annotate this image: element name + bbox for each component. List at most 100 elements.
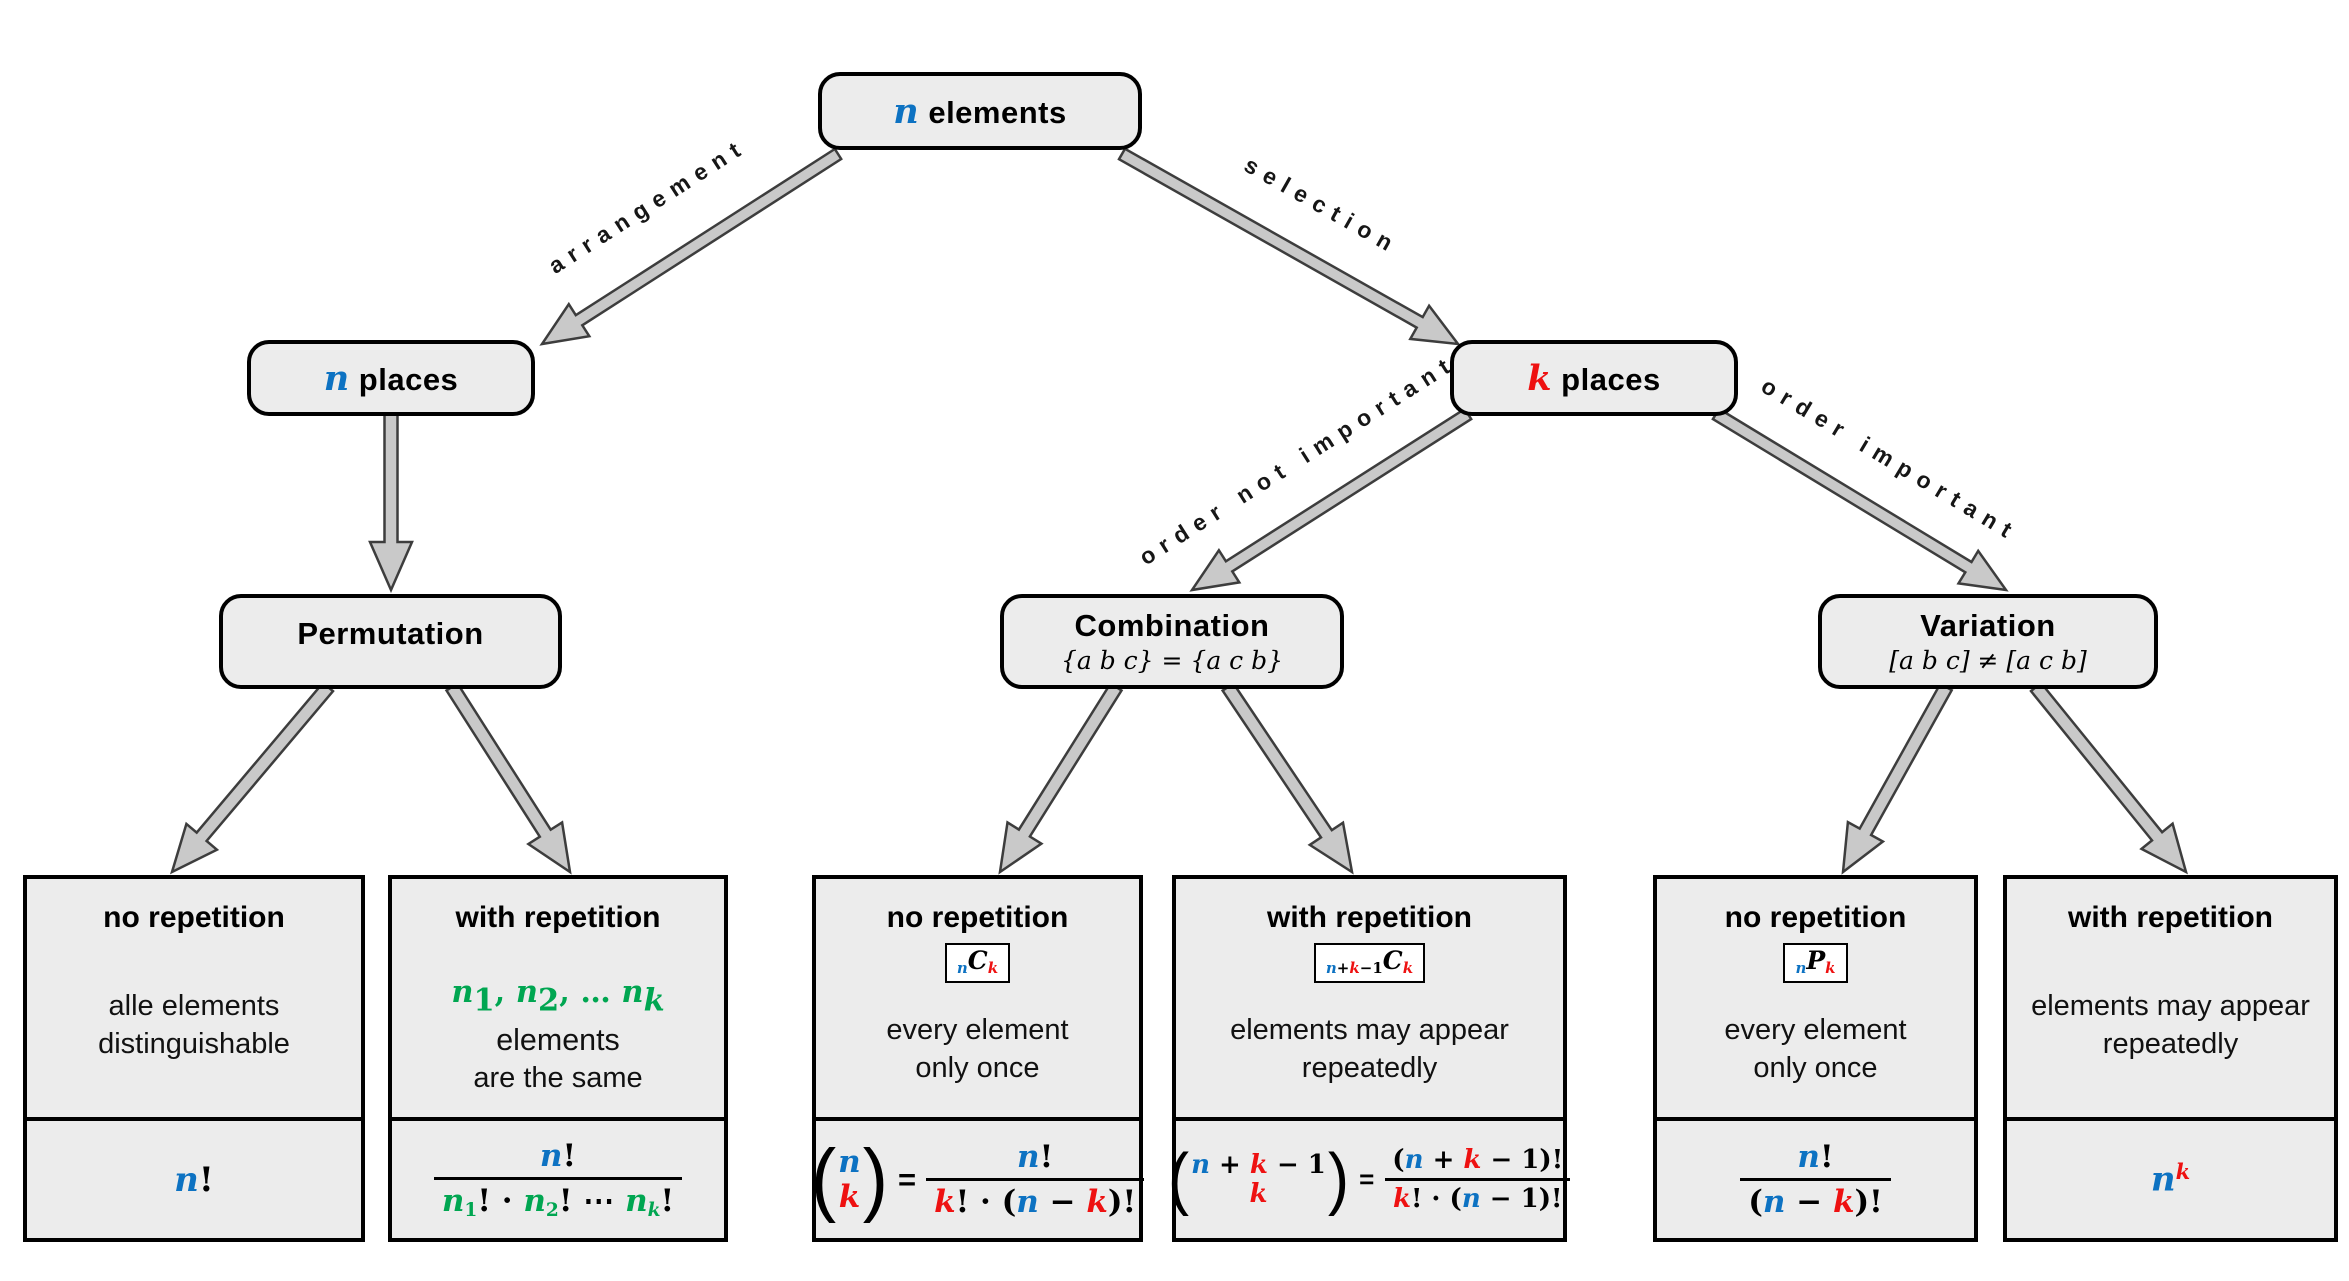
- leaf-combination-with-repetition: with repetition n+k−1Ck elements may app…: [1168, 875, 1571, 1242]
- math-token: k: [838, 1178, 861, 1215]
- math-token: , …: [559, 973, 622, 1010]
- node-variation-example: [a b c] ≠ [a c b]: [1889, 646, 2086, 676]
- leaf-title: with repetition: [1267, 901, 1472, 934]
- math-token: n: [1404, 1145, 1424, 1175]
- flow-arrow: [169, 681, 335, 875]
- math-token: n: [1016, 1184, 1039, 1220]
- symbol-badge-nPk: nPk: [1783, 943, 1848, 983]
- flow-arrow: [444, 681, 572, 875]
- math-token: C: [967, 946, 988, 975]
- math-token: n: [621, 973, 644, 1010]
- leaf-title: no repetition: [886, 901, 1069, 934]
- math-token: k: [1392, 1184, 1411, 1214]
- node-variation-title: Variation: [1920, 607, 2056, 643]
- leaf-description: every element only once: [886, 1014, 1069, 1084]
- leaf-formula: ( n k ) = n! k! · (n − k)!: [811, 1117, 1145, 1238]
- math-token: k: [1086, 1184, 1108, 1220]
- math-token: n: [893, 90, 920, 132]
- math-token: elements: [496, 1022, 620, 1057]
- leaf-permutation-no-repetition: no repetition alle elements distinguisha…: [23, 875, 365, 1242]
- symbol-badge-nCk: nCk: [944, 943, 1011, 983]
- math-token: n: [451, 973, 474, 1010]
- leaf-variation-with-repetition: with repetition elements may appear repe…: [2003, 875, 2338, 1242]
- node-permutation-title: Permutation: [297, 615, 484, 651]
- math-token: n: [539, 1137, 563, 1174]
- leaf-formula: n! (n − k)!: [1657, 1117, 1974, 1238]
- leaf-description: every element only once: [1724, 1014, 1907, 1084]
- node-combination: Combination {a b c} = {a c b}: [1000, 594, 1344, 689]
- math-token: − 1: [1267, 1149, 1326, 1180]
- math-token: k: [647, 1200, 661, 1222]
- math-token: )!: [1539, 1145, 1564, 1175]
- leaf-formula: n! n1! · n2! ⋯ nk!: [392, 1117, 724, 1238]
- math-token: n: [1017, 1139, 1040, 1175]
- math-token: k: [1349, 959, 1360, 978]
- leaf-formula: nk: [2007, 1117, 2334, 1238]
- math-token: C: [1382, 946, 1403, 975]
- math-token: 1: [464, 1200, 478, 1222]
- math-token: )!: [1107, 1184, 1137, 1220]
- math-token: n: [515, 973, 538, 1010]
- flow-arrow: [1220, 681, 1354, 875]
- math-token: k: [1825, 959, 1836, 978]
- math-token: −: [1038, 1184, 1087, 1220]
- math-token: !: [562, 1137, 577, 1174]
- flow-arrow: [1711, 407, 2009, 592]
- math-token: ! · (: [955, 1184, 1017, 1220]
- math-token: − 1: [1480, 1184, 1539, 1214]
- math-token: ! ⋯: [558, 1182, 626, 1219]
- math-token: −: [1785, 1184, 1833, 1220]
- node-combination-example: {a b c} = {a c b}: [1061, 646, 1283, 676]
- math-token: n: [323, 357, 350, 399]
- math-token: k: [1249, 1178, 1268, 1209]
- math-token: n: [1795, 959, 1807, 978]
- math-token: ! ·: [477, 1182, 524, 1219]
- math-token: +: [1336, 959, 1350, 978]
- math-token: 1: [473, 982, 495, 1019]
- math-token: places: [1552, 361, 1661, 397]
- math-token: n: [1191, 1149, 1210, 1180]
- math-token: {a b c} = {a c b}: [1060, 645, 1284, 675]
- leaf-variation-no-repetition: no repetition nPk every element only onc…: [1653, 875, 1978, 1242]
- math-token: n: [2150, 1159, 2176, 1200]
- math-token: )!: [1854, 1184, 1883, 1220]
- symbol-badge-n+k-1Ck: n+k−1Ck: [1313, 943, 1426, 983]
- flow-arrow: [368, 412, 414, 594]
- math-token: places: [349, 361, 459, 397]
- leaf-combination-no-repetition: no repetition nCk every element only onc…: [811, 875, 1145, 1242]
- math-token: elements: [919, 94, 1067, 130]
- leaf-description: alle elements distinguishable: [98, 990, 290, 1060]
- math-token: +: [1423, 1145, 1464, 1175]
- node-n-elements: n elements: [818, 72, 1142, 150]
- math-token: n: [956, 959, 968, 978]
- math-token: n: [441, 1182, 465, 1219]
- math-token: n: [523, 1182, 546, 1219]
- math-token: 2: [538, 982, 560, 1019]
- math-token: −1: [1359, 959, 1383, 978]
- math-token: !: [1039, 1139, 1054, 1175]
- math-token: − 1: [1481, 1145, 1540, 1175]
- math-token: n: [625, 1182, 648, 1219]
- math-token: k: [2175, 1159, 2191, 1185]
- leaf-title: no repetition: [103, 901, 285, 934]
- flow-arrow: [1189, 407, 1473, 592]
- leaf-description: elements may appear repeatedly: [2031, 990, 2310, 1060]
- math-token: n: [174, 1159, 199, 1200]
- flow-arrow: [1117, 147, 1461, 346]
- math-token: k: [1249, 1149, 1268, 1180]
- math-token: (: [1748, 1184, 1763, 1220]
- leaf-formula: n!: [27, 1117, 361, 1238]
- math-token: k: [1833, 1184, 1855, 1220]
- math-token: n: [1797, 1139, 1820, 1175]
- leaf-title: with repetition: [2068, 901, 2273, 934]
- math-token: )!: [1538, 1184, 1563, 1214]
- leaf-description: elements may appear repeatedly: [1230, 1014, 1509, 1084]
- math-token: !: [660, 1182, 675, 1219]
- node-combination-title: Combination: [1074, 607, 1270, 643]
- math-token: k: [1527, 357, 1553, 399]
- flow-arrow: [998, 681, 1124, 875]
